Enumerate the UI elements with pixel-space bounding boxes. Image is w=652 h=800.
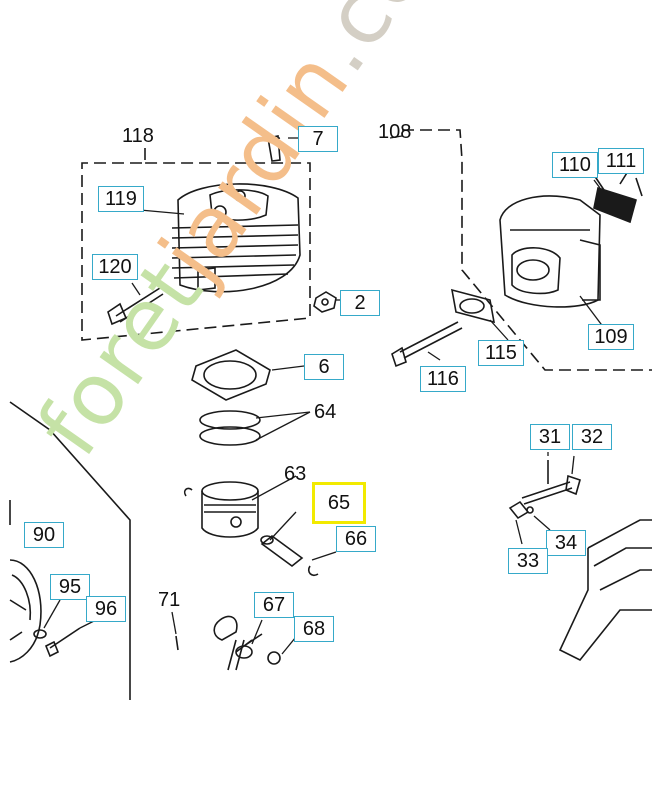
screw-96-drawing: [44, 627, 81, 658]
part-label-33[interactable]: 33: [508, 548, 548, 574]
nut-2-drawing: [313, 291, 337, 313]
part-label-67[interactable]: 67: [254, 592, 294, 618]
part-label-111[interactable]: 111: [598, 148, 644, 174]
circlip-left: [183, 487, 193, 497]
part-label-115[interactable]: 115: [478, 340, 524, 366]
part-label-6[interactable]: 6: [304, 354, 344, 380]
part-111-drawing: [635, 177, 643, 197]
circlip-66: [307, 565, 319, 577]
piston-drawing: [201, 481, 259, 538]
leader-lines: [43, 135, 605, 655]
bolt-120-drawing: [107, 287, 164, 326]
muffler-drawing: [499, 195, 601, 308]
part-label-64[interactable]: 64: [314, 401, 337, 423]
cylinder-group-box: [81, 148, 311, 341]
conrod-drawing: [175, 615, 245, 671]
part-label-95[interactable]: 95: [50, 574, 90, 600]
part-68-drawing: [267, 651, 281, 665]
gasket-6-drawing: [191, 349, 271, 401]
muffler-group-outline: [402, 129, 652, 371]
part-label-120[interactable]: 120: [92, 254, 138, 280]
piston-rings-drawing: [199, 410, 261, 446]
part-label-96[interactable]: 96: [86, 596, 126, 622]
part-label-32[interactable]: 32: [572, 424, 612, 450]
bolt-31-drawing: [521, 460, 581, 505]
part-label-71[interactable]: 71: [158, 589, 181, 611]
part-label-109[interactable]: 109: [588, 324, 634, 350]
crankcase-outline: [9, 401, 131, 700]
part-label-116[interactable]: 116: [420, 366, 466, 392]
part-label-31[interactable]: 31: [530, 424, 570, 450]
piston-pin-drawing: [260, 534, 304, 568]
part-label-68[interactable]: 68: [294, 616, 334, 642]
part-label-119[interactable]: 119: [98, 186, 144, 212]
part-110-drawing: [593, 186, 637, 224]
gasket-115-drawing: [450, 288, 496, 324]
part-label-118[interactable]: 118: [122, 125, 154, 147]
chassis-drawing: [558, 519, 652, 662]
part-label-65-highlighted[interactable]: 65: [312, 482, 366, 524]
part-label-63[interactable]: 63: [284, 463, 307, 485]
part-label-34[interactable]: 34: [546, 530, 586, 556]
part-label-7[interactable]: 7: [298, 126, 338, 152]
part-label-108[interactable]: 108: [378, 121, 412, 143]
cylinder-drawing: [171, 183, 301, 293]
bolt-116-drawing: [391, 321, 463, 368]
part-label-90[interactable]: 90: [24, 522, 64, 548]
part-34-drawing: [526, 506, 534, 514]
flywheel-drawing: [9, 559, 42, 663]
part-label-2[interactable]: 2: [340, 290, 380, 316]
part-label-66[interactable]: 66: [336, 526, 376, 552]
bolt-7-drawing: [267, 135, 281, 162]
washer-95-drawing: [33, 629, 47, 639]
part-label-110[interactable]: 110: [552, 152, 598, 178]
